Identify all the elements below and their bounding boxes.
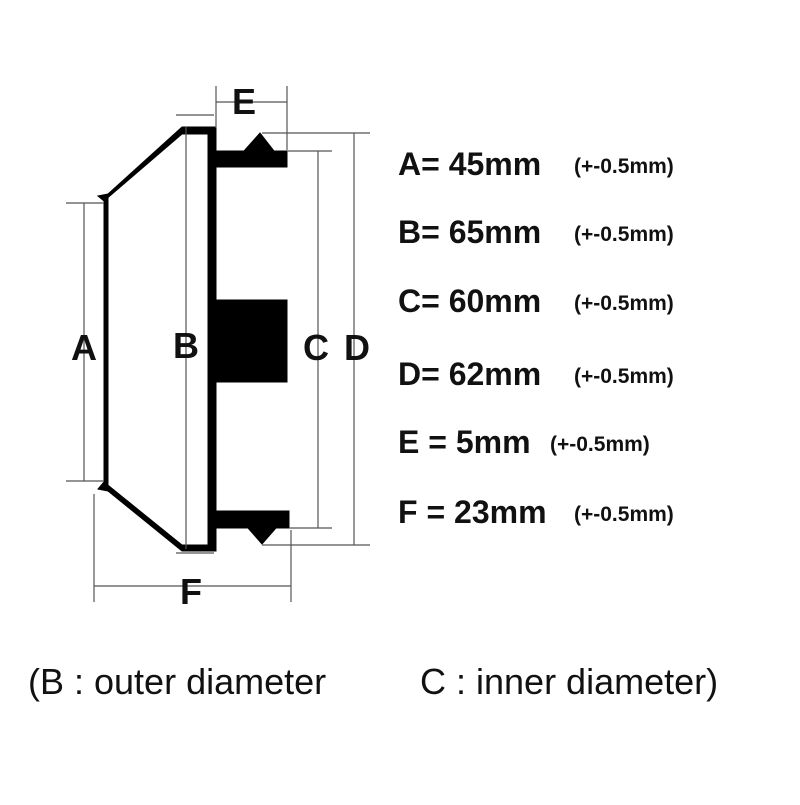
dimension-letters: E A B C D F — [71, 81, 370, 612]
spec-row-a: A= 45mm (+-0.5mm) — [398, 146, 674, 182]
bottom-clip-tooth — [246, 527, 278, 545]
dim-label-e: E — [232, 81, 256, 122]
center-hub-block — [215, 299, 288, 383]
dim-label-b: B — [173, 325, 199, 366]
dim-label-a: A — [71, 327, 97, 368]
spec-row-main: E = 5mm — [398, 424, 531, 460]
dim-label-c: C — [303, 327, 329, 368]
cap-outer-shell — [96, 126, 217, 552]
dim-label-f: F — [180, 571, 202, 612]
spec-row-tolerance: (+-0.5mm) — [550, 433, 650, 456]
spec-row-main: C= 60mm — [398, 283, 541, 319]
top-clip-arm — [215, 150, 288, 168]
spec-row-b: B= 65mm (+-0.5mm) — [398, 214, 674, 250]
spec-row-tolerance: (+-0.5mm) — [574, 155, 674, 178]
footnote-inner-diameter: C : inner diameter) — [420, 661, 718, 702]
spec-row-tolerance: (+-0.5mm) — [574, 365, 674, 388]
spec-row-c: C= 60mm (+-0.5mm) — [398, 283, 674, 319]
cap-profile-drawing — [96, 126, 290, 552]
spec-row-main: B= 65mm — [398, 214, 541, 250]
spec-row-main: A= 45mm — [398, 146, 541, 182]
bottom-clip-arm — [215, 510, 290, 529]
spec-row-f: F = 23mm (+-0.5mm) — [398, 494, 674, 530]
diameter-footnote: (B : outer diameter C : inner diameter) — [28, 661, 718, 702]
spec-list: A= 45mm (+-0.5mm) B= 65mm (+-0.5mm) C= 6… — [398, 146, 674, 530]
spec-row-e: E = 5mm (+-0.5mm) — [398, 424, 650, 460]
spec-row-main: D= 62mm — [398, 356, 541, 392]
dim-label-d: D — [344, 327, 370, 368]
spec-row-tolerance: (+-0.5mm) — [574, 292, 674, 315]
spec-row-d: D= 62mm (+-0.5mm) — [398, 356, 674, 392]
footnote-outer-diameter: (B : outer diameter — [28, 661, 326, 702]
spec-row-tolerance: (+-0.5mm) — [574, 503, 674, 526]
dimension-lines — [66, 86, 370, 602]
spec-row-tolerance: (+-0.5mm) — [574, 223, 674, 246]
top-clip-tooth — [242, 132, 276, 152]
spec-row-main: F = 23mm — [398, 494, 547, 530]
